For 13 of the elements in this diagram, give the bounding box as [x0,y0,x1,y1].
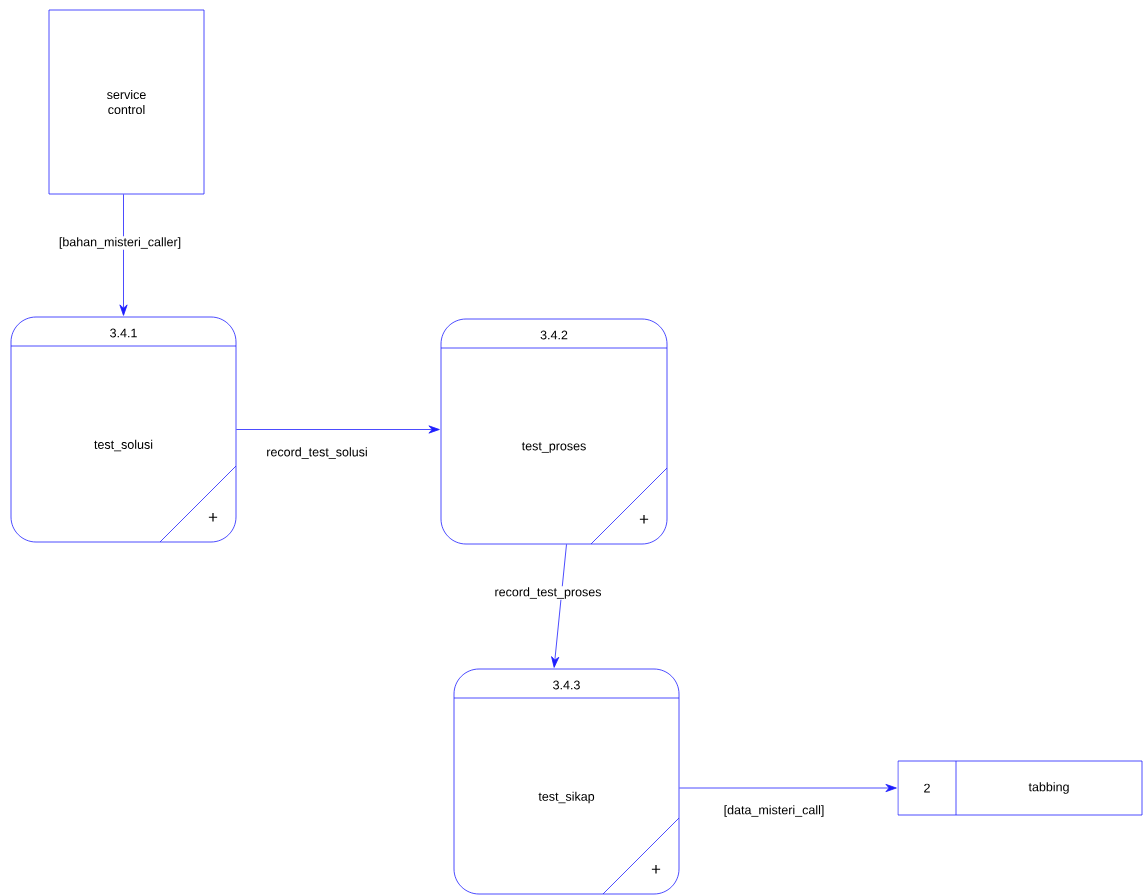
entity-box: service control [48,9,205,195]
arrow [119,194,128,316]
data-store: 2 tabbing [897,760,1143,816]
plus-mark: + [208,513,218,522]
arrow [236,425,440,434]
edge-label: [bahan_misteri_caller] [57,236,183,250]
edge-label: [data_misteri_call] [722,804,826,818]
arrow [551,544,567,668]
edge-label: record_test_solusi [265,446,369,460]
edge-label: record_test_proses [493,586,603,600]
plus-mark: + [639,515,649,524]
arrow [679,783,897,793]
plus-mark: + [651,865,661,874]
